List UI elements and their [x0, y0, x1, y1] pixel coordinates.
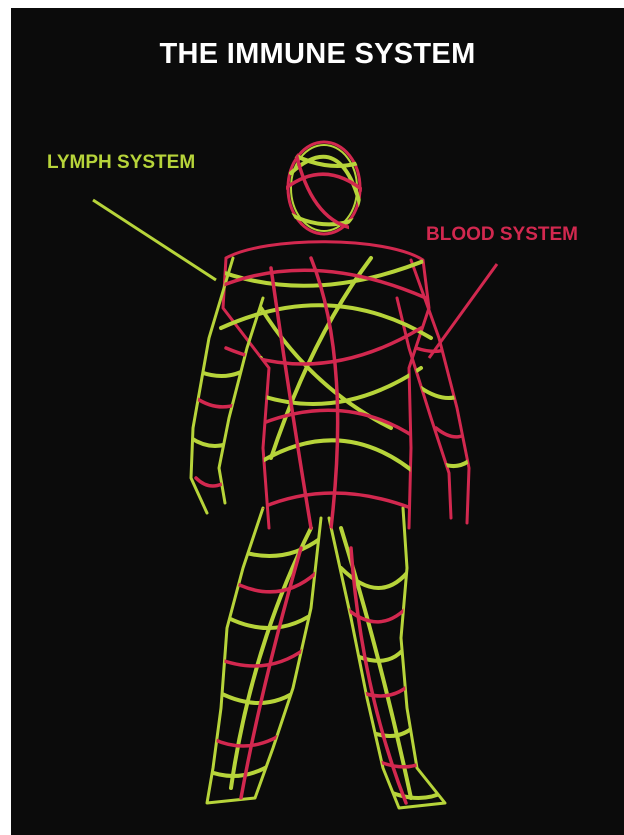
diagram-panel: THE IMMUNE SYSTEM LYMPH SYSTEM BLOOD SYS… [11, 8, 624, 835]
human-figure-illustration [11, 8, 624, 835]
right-arm-outline [397, 260, 469, 523]
blood-vessels [196, 153, 476, 803]
vessel-strands [191, 148, 481, 803]
lymph-pointer-line [93, 200, 216, 280]
left-arm-outline [191, 258, 263, 513]
blood-system-label: BLOOD SYSTEM [426, 224, 578, 246]
left-leg-outline [207, 508, 321, 803]
diagram-title: THE IMMUNE SYSTEM [11, 38, 624, 71]
lymph-system-label: LYMPH SYSTEM [47, 152, 195, 174]
